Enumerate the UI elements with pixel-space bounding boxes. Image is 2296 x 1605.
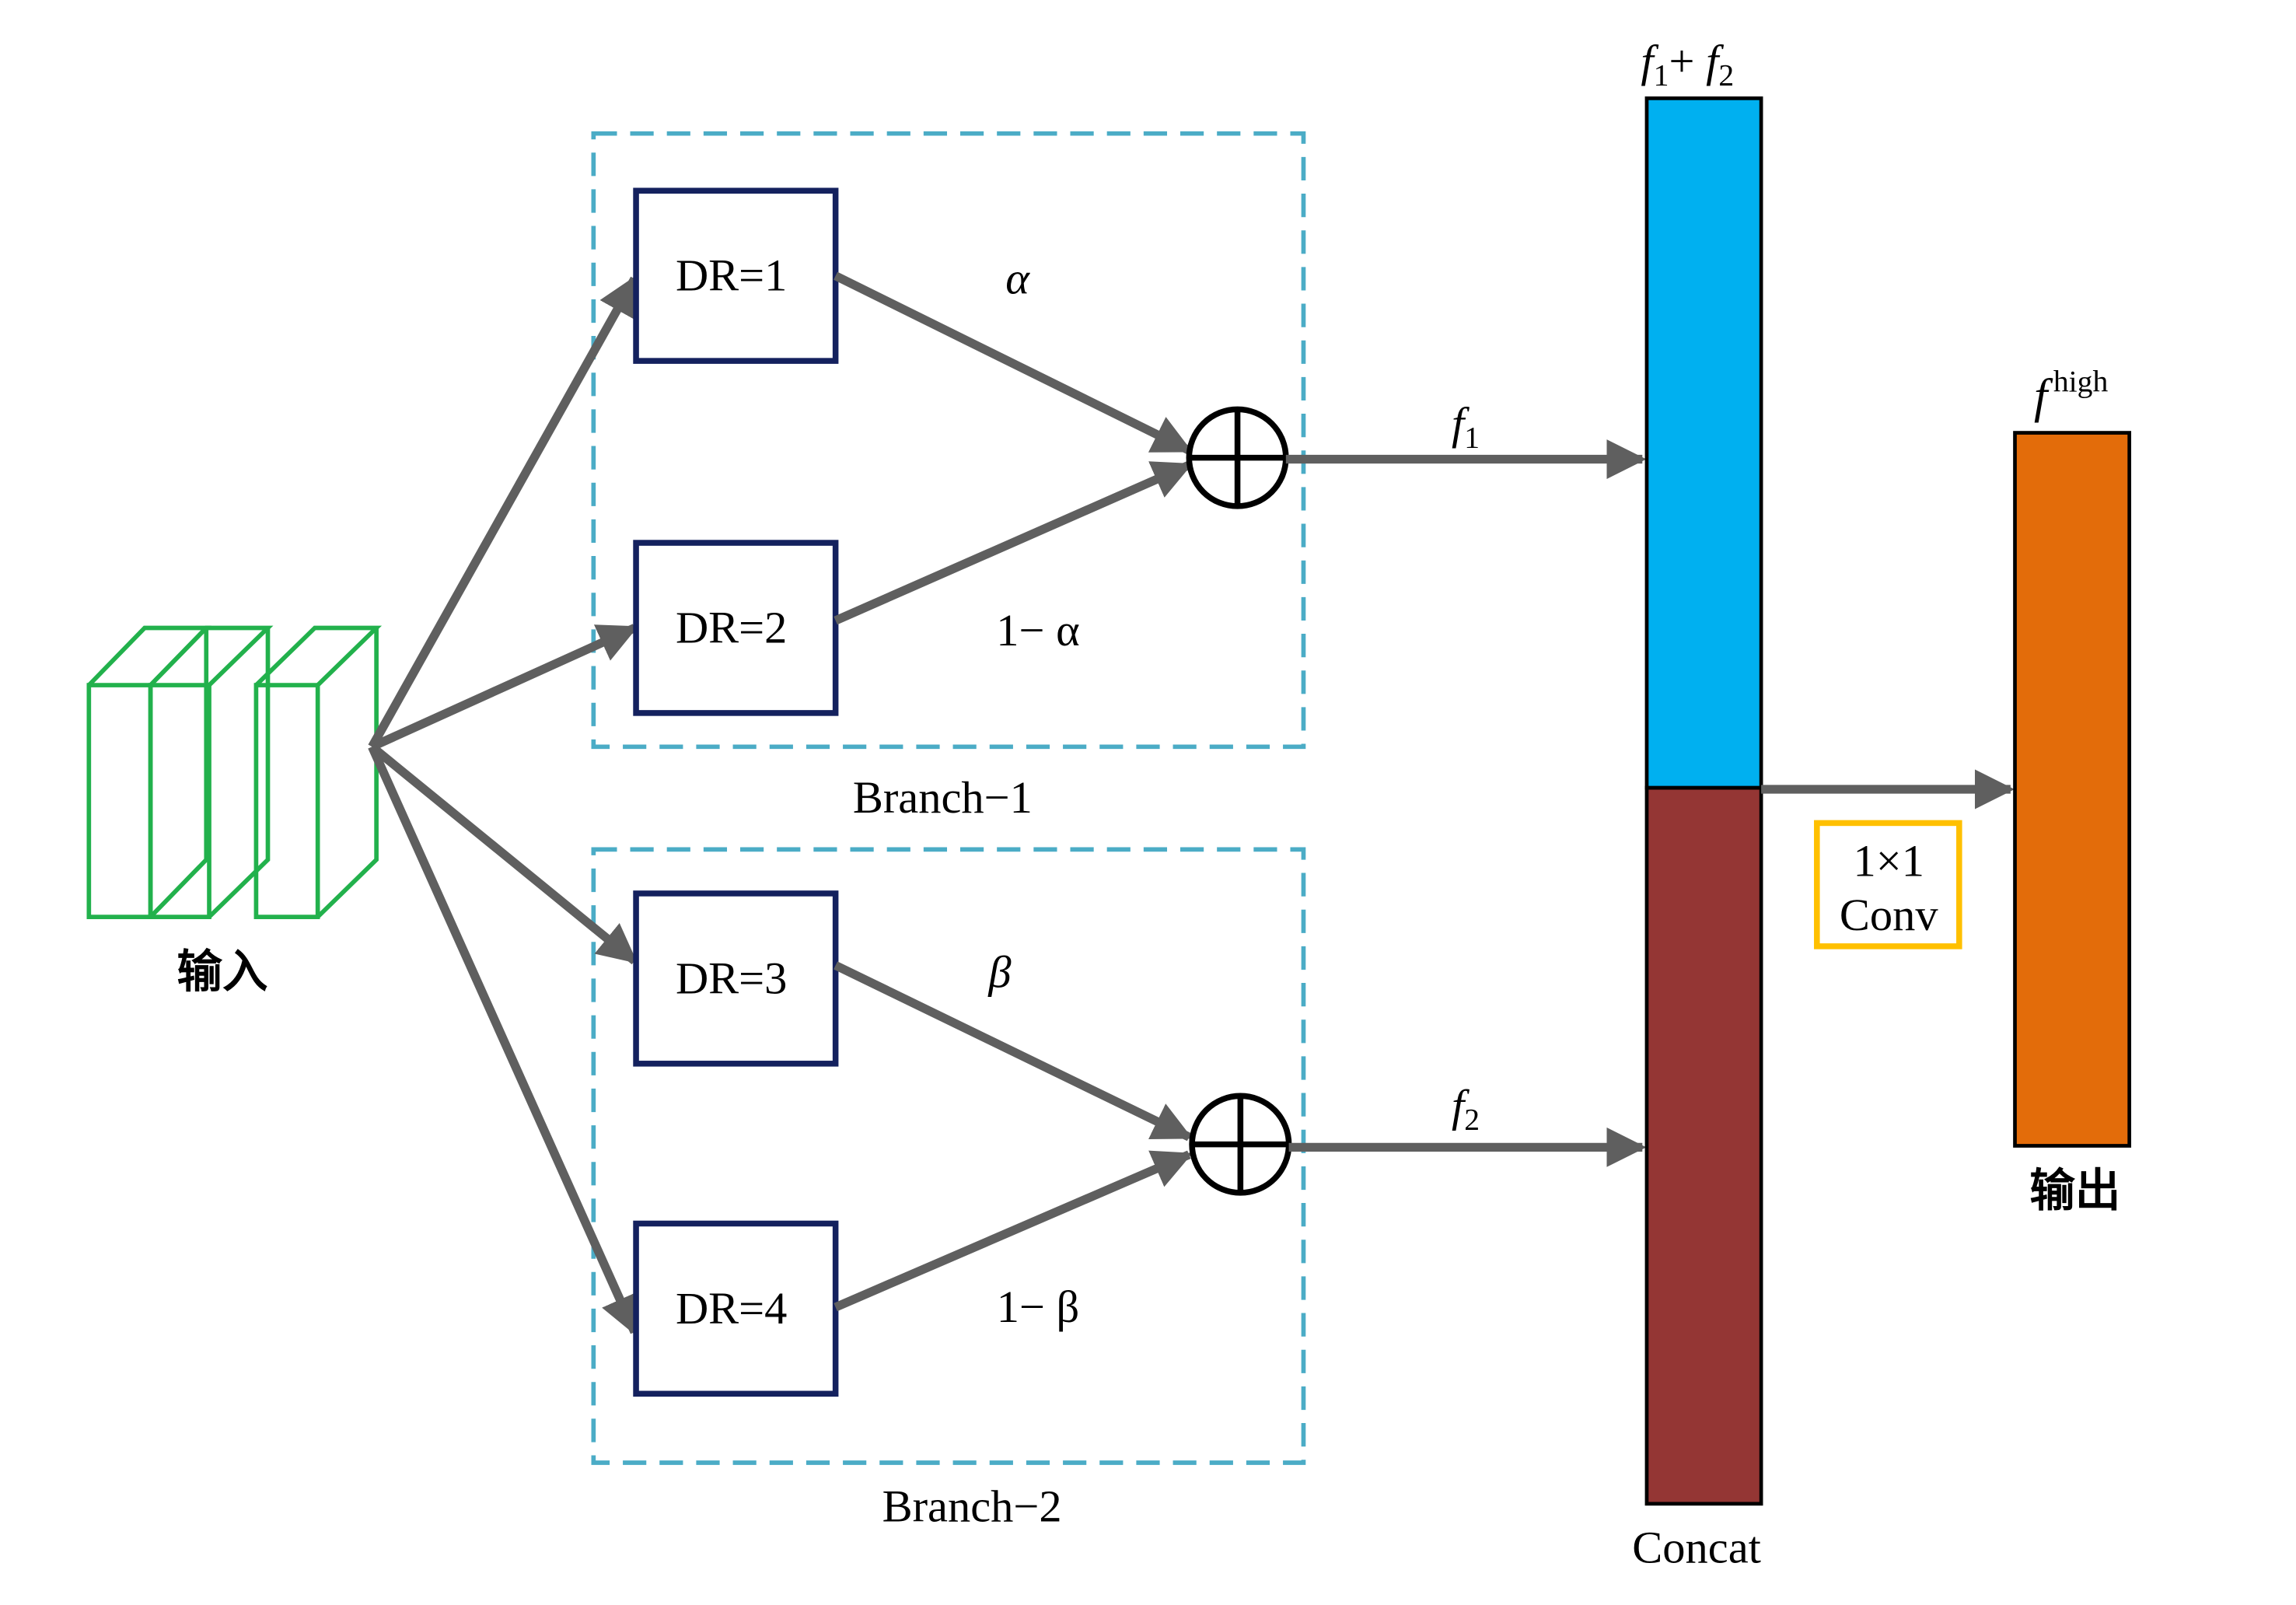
dr1-label: DR=1: [676, 250, 787, 301]
weighted-arrows: [833, 271, 1193, 1312]
arrow-input-to-dr2: [370, 624, 638, 751]
input-arrows: [368, 275, 639, 1336]
concat-top-f1: [1644, 96, 1763, 790]
arrow-dr1-to-sum1: [833, 271, 1193, 455]
sum-node-1: [1186, 406, 1289, 509]
dilated-conv-blocks: [633, 187, 839, 1397]
dr2-label: DR=2: [676, 602, 787, 652]
input-feature-maps: [86, 625, 383, 919]
conv-line-2: Conv: [1840, 890, 1938, 940]
input-slab-2: [148, 625, 274, 919]
f2-label: f2: [1452, 1080, 1480, 1136]
f1-label: f1: [1452, 398, 1480, 454]
arrow-dr2-to-sum1: [833, 460, 1193, 625]
arrow-dr4-to-sum2: [833, 1150, 1193, 1312]
dr1-block: [633, 187, 839, 364]
branch-2-label: Branch−2: [882, 1481, 1062, 1531]
dr3-block: [633, 890, 839, 1067]
input-label: 输入: [177, 946, 268, 998]
concat-bottom-f2: [1644, 785, 1763, 1506]
input-slab-3: [253, 625, 383, 919]
output-label: 输出: [2029, 1164, 2120, 1217]
dr4-label: DR=4: [676, 1283, 787, 1334]
arrow-input-to-dr1: [368, 275, 639, 750]
sum-node-2: [1189, 1093, 1292, 1196]
input-slab-1: [86, 625, 211, 919]
arrow-dr3-to-sum2: [833, 961, 1193, 1142]
dr3-label: DR=3: [676, 953, 787, 1003]
branch-1-label: Branch−1: [853, 772, 1033, 823]
weight-one-minus-alpha: 1− α: [996, 605, 1079, 656]
weight-one-minus-beta: 1− β: [997, 1282, 1080, 1332]
concat-top-label: f1+ f2: [1641, 36, 1734, 92]
output-bar: [2013, 431, 2132, 1148]
arrow-input-to-dr4: [368, 744, 639, 1336]
conv-1x1-box: [1814, 820, 1962, 949]
arrow-input-to-dr3: [369, 743, 638, 965]
dr2-block: [633, 540, 839, 716]
conv-line-1: 1×1: [1854, 835, 1924, 886]
dr4-block: [633, 1220, 839, 1397]
concat-label: Concat: [1632, 1522, 1761, 1572]
weight-alpha: α: [1005, 253, 1030, 303]
weight-beta: β: [987, 947, 1012, 998]
